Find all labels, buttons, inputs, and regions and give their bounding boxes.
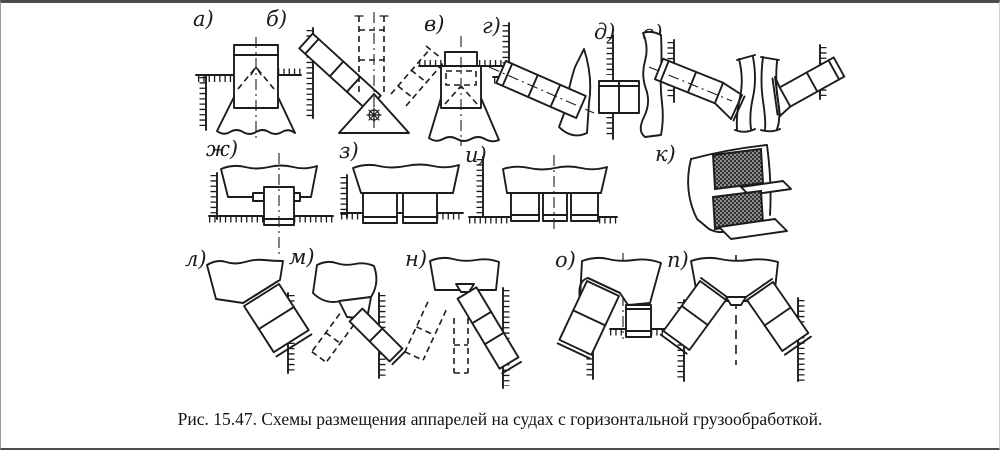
subfigure-b-drawing	[298, 12, 445, 138]
subfigure-label-zh: ж)	[206, 137, 239, 161]
subfigure-e-drawing	[648, 39, 846, 133]
subfigure-v-drawing	[418, 36, 512, 146]
subfigure-label-g: г)	[482, 14, 501, 38]
subfigure-label-b: б)	[266, 7, 288, 31]
subfigure-label-p: п)	[667, 248, 689, 272]
subfigure-p-drawing	[659, 255, 812, 382]
subfigure-i-drawing	[468, 155, 618, 229]
subfigure-label-o: о)	[555, 248, 576, 272]
subfigure-label-l: л)	[185, 247, 207, 271]
subfigure-l-drawing	[206, 258, 313, 374]
figure-caption: Рис. 15.47. Схемы размещения аппарелей н…	[177, 409, 823, 429]
subfigure-g-drawing	[488, 22, 595, 137]
subfigure-m-drawing	[311, 260, 407, 379]
subfigure-label-v: в)	[424, 12, 445, 36]
subfigure-o-drawing	[556, 253, 667, 380]
subfigure-label-n: н)	[405, 247, 428, 271]
subfigure-n-drawing	[404, 256, 522, 389]
subfigure-d-drawing	[598, 30, 664, 140]
subfigure-label-z: з)	[339, 139, 359, 163]
subfigure-zh-drawing	[208, 153, 334, 257]
subfigure-a-drawing	[195, 37, 302, 141]
subfigure-label-m: м)	[289, 245, 315, 269]
subfigure-z-drawing	[340, 163, 464, 224]
subfigure-label-k: к)	[655, 142, 676, 166]
subfigure-k-drawing	[687, 144, 792, 240]
subfigure-label-a: а)	[193, 7, 214, 31]
